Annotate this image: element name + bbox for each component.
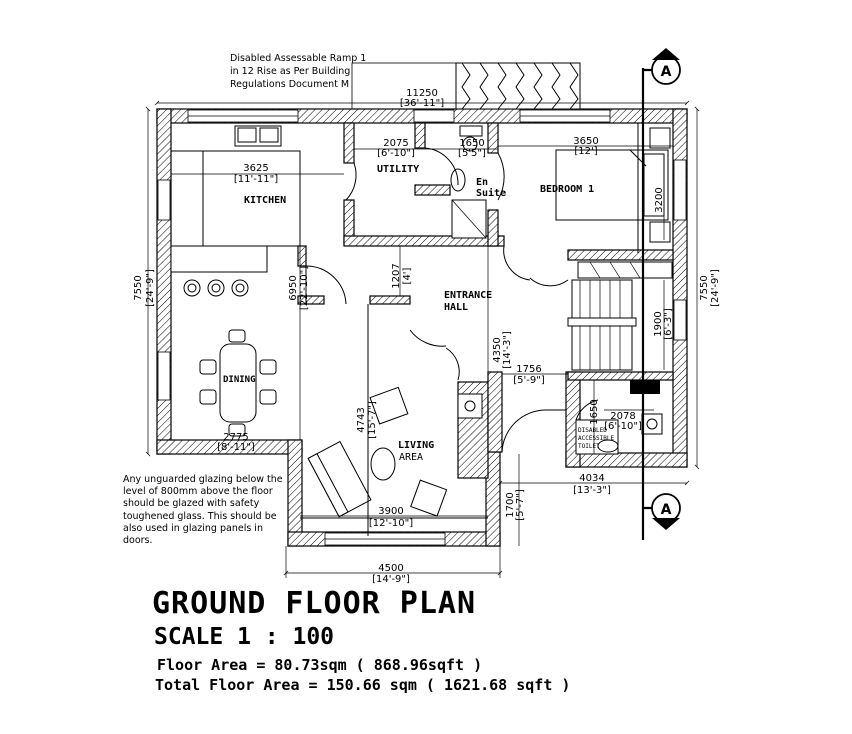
room-label-entrance-1: ENTRANCE — [444, 290, 492, 301]
living-furniture — [307, 386, 483, 518]
dim-utility-w: 2075 — [383, 138, 408, 149]
ramp-note-line-2: in 12 Rise as Per Building — [230, 66, 351, 77]
dim-kitchen-h-imp: [22'-10"] — [299, 266, 310, 310]
dim-hall-depth: 4350 — [492, 337, 503, 362]
total-floor-area: Total Floor Area = 150.66 sqm ( 1621.68 … — [155, 676, 571, 694]
dim-bottom-w: 4500 — [378, 563, 403, 574]
windows — [157, 109, 687, 546]
ramp-note: Disabled Assessable Ramp 1 in 12 Rise as… — [230, 52, 380, 91]
dim-porch-h: 1700 — [505, 492, 516, 517]
plan-title: GROUND FLOOR PLAN — [152, 586, 477, 621]
ramp-note-line-1: Disabled Assessable Ramp 1 — [230, 53, 367, 64]
dim-toilet-w: 2078 — [610, 411, 635, 422]
dim-living-w: 3900 — [378, 506, 403, 517]
plan-scale: SCALE 1 : 100 — [154, 624, 335, 650]
room-label-utility: UTILITY — [377, 164, 419, 175]
room-label-toilet-3: TOILET — [578, 443, 600, 450]
dim-living-h: 4743 — [356, 407, 367, 432]
dim-utility-w-imp: [6'-10"] — [377, 148, 415, 159]
room-label-toilet-2: ACCESSIBLE — [578, 435, 615, 442]
dim-ensuite-w-imp: [5'5"] — [458, 148, 486, 159]
dim-hall-h-imp: [4'] — [402, 267, 413, 284]
dim-right-height-imp: [24'-9"] — [710, 269, 721, 307]
room-labels: KITCHEN DINING UTILITY En Suite BEDROOM … — [223, 164, 615, 463]
bed — [555, 127, 671, 243]
dim-living-w-imp: [12'-10"] — [369, 518, 413, 529]
dim-overall-width: 11250 — [406, 88, 438, 99]
dim-porch-h-imp: [5'-7"] — [515, 489, 526, 521]
kitchen-units — [170, 125, 301, 297]
dim-hall-h: 1207 — [391, 263, 402, 288]
dim-stair-w: 1756 — [516, 364, 541, 375]
dim-stair-h: 1900 — [653, 311, 664, 336]
dim-left-height-imp: [24'-9"] — [145, 269, 156, 307]
glazing-note: Any unguarded glazing below the level of… — [123, 474, 283, 547]
toilet-fixtures — [575, 380, 663, 455]
dim-stair-h-imp: [6'-3"] — [663, 308, 674, 340]
section-label-bottom: A — [661, 502, 672, 518]
room-label-kitchen: KITCHEN — [244, 195, 286, 206]
room-label-dining: DINING — [223, 375, 256, 385]
dimension-lines — [145, 100, 700, 578]
dim-dining-w-imp: [8'-11"] — [217, 442, 255, 453]
dim-bedroom-w: 3650 — [573, 136, 598, 147]
dining-table — [199, 329, 277, 437]
bathroom-fixtures — [450, 125, 487, 239]
dim-right-height: 7550 — [699, 275, 710, 300]
dim-overall-width-imp: [36'-11"] — [400, 98, 444, 109]
dim-left-height: 7550 — [133, 275, 144, 300]
dim-right-wing-w: 4034 — [579, 473, 604, 484]
access-ramp — [351, 62, 581, 110]
section-label-top: A — [661, 64, 672, 80]
room-label-bedroom: BEDROOM 1 — [540, 184, 594, 195]
dim-stair-w-imp: [5'-9"] — [513, 375, 545, 386]
dim-kitchen-w-imp: [11'-11"] — [234, 174, 278, 185]
dim-kitchen-w: 3625 — [243, 163, 268, 174]
dim-toilet-w-imp: [6'-10"] — [604, 421, 642, 432]
dim-bed-h: 3200 — [654, 187, 665, 212]
room-label-ensuite-1: En — [476, 177, 488, 188]
floor-area: Floor Area = 80.73sqm ( 868.96sqft ) — [157, 656, 483, 674]
room-label-living-1: LIVING — [398, 440, 434, 451]
dim-right-wing-w-imp: [13'-3"] — [573, 485, 611, 496]
room-label-entrance-2: HALL — [444, 302, 468, 313]
room-label-toilet-1: DISABLED — [578, 427, 607, 434]
dim-bottom-w-imp: [14'-9"] — [372, 574, 410, 585]
room-label-living-2: AREA — [399, 452, 423, 463]
dim-dining-w: 2775 — [223, 432, 248, 443]
dim-toilet-h: 1650 — [589, 399, 600, 424]
dim-bedroom-w-imp: [12'] — [574, 146, 597, 157]
dim-kitchen-h: 6950 — [288, 275, 299, 300]
dim-ensuite-w: 1650 — [459, 138, 484, 149]
dim-living-h-imp: [15'-7"] — [367, 401, 378, 439]
room-label-ensuite-2: Suite — [476, 187, 506, 199]
wardrobe — [577, 261, 673, 279]
staircase — [567, 279, 637, 371]
dim-hall-depth-imp: [14'-3"] — [502, 331, 513, 369]
ramp-note-line-3: Regulations Document M — [230, 79, 350, 90]
section-line: A A — [641, 48, 681, 540]
dimension-texts: 11250 [36'-11"] 2075 [6'-10"] 1650 [5'5"… — [133, 88, 721, 585]
